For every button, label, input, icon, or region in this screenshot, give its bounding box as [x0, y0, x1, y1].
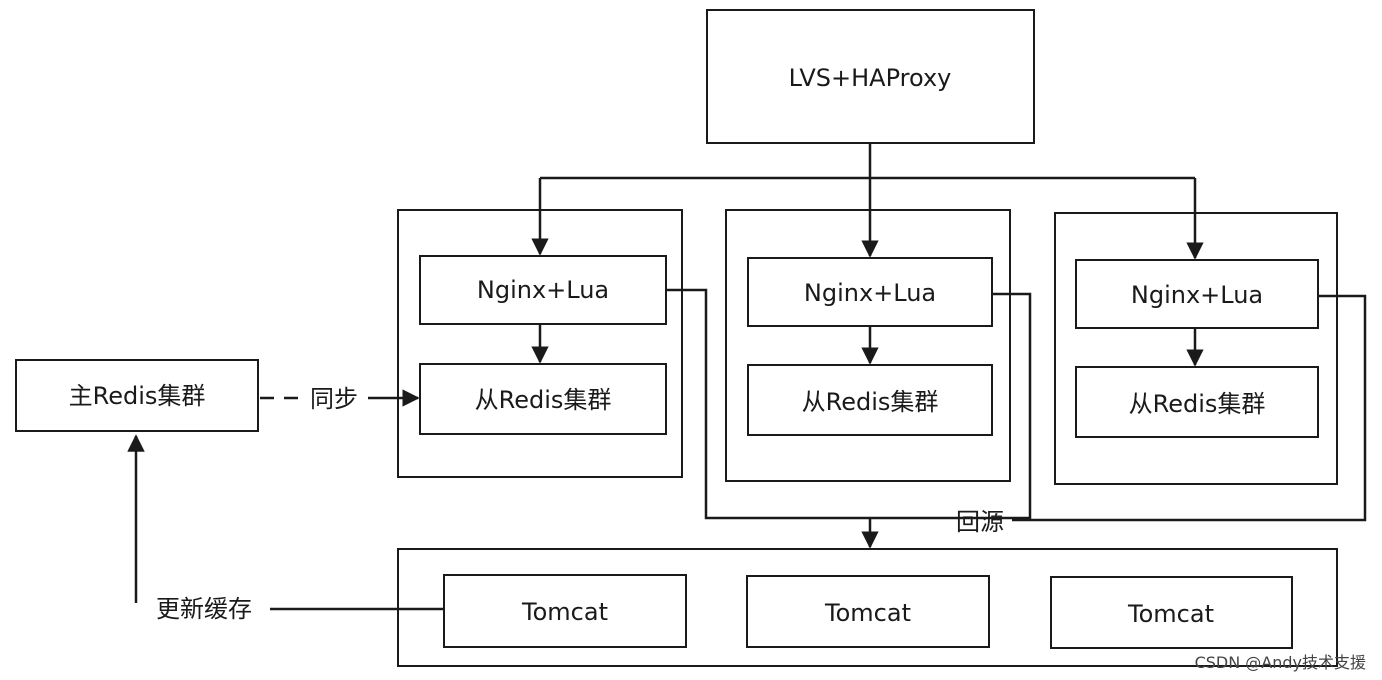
tomcat-label-1: Tomcat: [521, 598, 608, 626]
slave-redis-label-3: 从Redis集群: [1129, 390, 1266, 418]
nginx-label-3: Nginx+Lua: [1131, 281, 1263, 309]
tomcat-box-3: [1050, 576, 1293, 649]
nginx-box-3: [1075, 259, 1319, 329]
sync-label: 同步: [310, 385, 358, 413]
origin-fetch-path-1: [666, 288, 870, 520]
tomcat-label-3: Tomcat: [1127, 600, 1214, 628]
tomcat-box-1: [443, 574, 687, 648]
nginx-label-2: Nginx+Lua: [804, 279, 936, 307]
slave-redis-label-2: 从Redis集群: [802, 388, 939, 416]
tomcat-box-2: [746, 575, 990, 648]
nginx-label-1: Nginx+Lua: [477, 276, 609, 304]
tomcat-group-box: [397, 548, 1338, 667]
master-redis-label: 主Redis集群: [69, 382, 206, 410]
slave-redis-label-1: 从Redis集群: [475, 386, 612, 414]
slave-redis-box-1: [419, 363, 667, 435]
group-box-2: [725, 209, 1011, 482]
origin-fetch-path-2: [870, 292, 1032, 520]
watermark: CSDN @Andy技术支援: [1195, 653, 1366, 672]
origin-fetch-path-3: [1012, 294, 1367, 522]
slave-redis-box-3: [1075, 366, 1319, 438]
master-redis-box: [15, 359, 259, 432]
lb-label: LVS+HAProxy: [789, 64, 952, 92]
slave-redis-box-2: [747, 364, 993, 436]
update-cache-label: 更新缓存: [156, 595, 252, 623]
origin-fetch-label: 回源: [956, 508, 1004, 536]
tomcat-label-2: Tomcat: [824, 599, 911, 627]
